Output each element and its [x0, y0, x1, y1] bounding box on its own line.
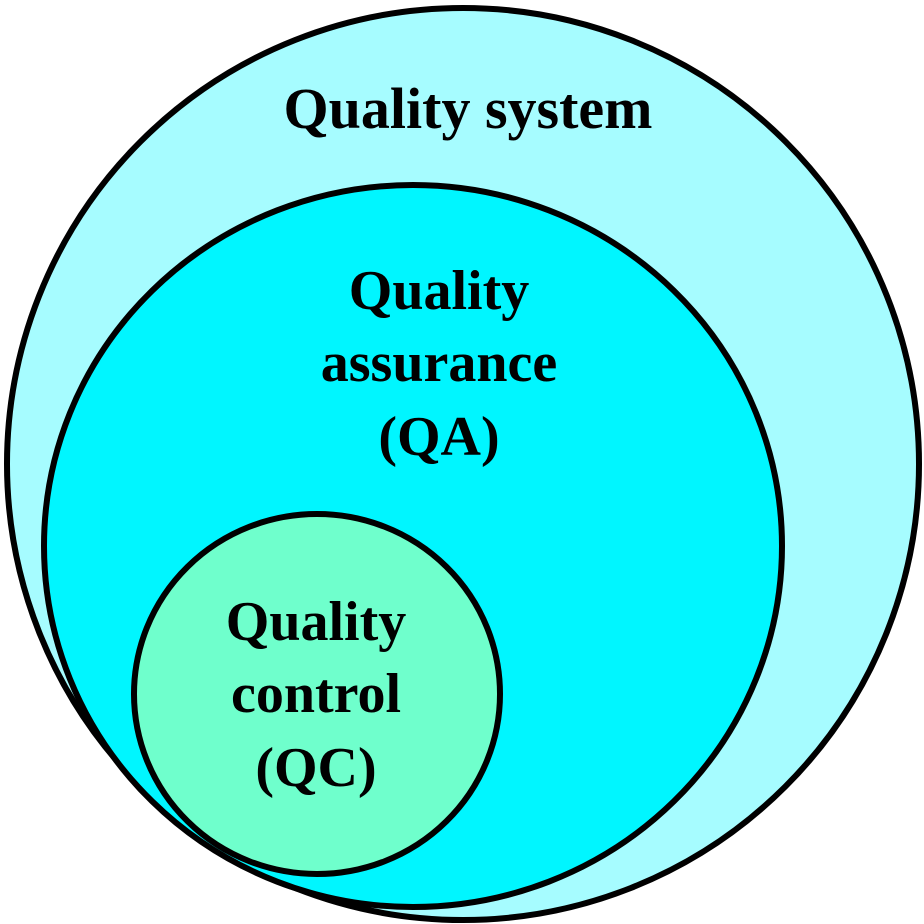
quality-control-circle [131, 511, 503, 877]
quality-control-region: Quality control (QC) [131, 511, 503, 877]
quality-system-label: Quality system [284, 76, 653, 141]
quality-control-label-line1: Quality [226, 591, 406, 653]
quality-control-label-line3: (QC) [255, 737, 376, 799]
quality-assurance-label-line1: Quality [349, 260, 529, 322]
quality-assurance-label-line2: assurance [321, 332, 557, 394]
quality-assurance-label-line3: (QA) [378, 406, 499, 468]
quality-control-label-line2: control [231, 663, 401, 725]
